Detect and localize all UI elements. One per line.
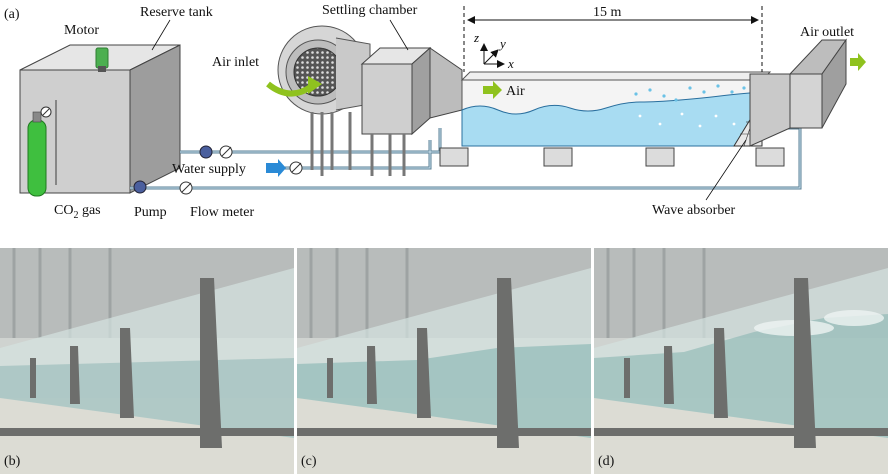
air-outlet-label: Air outlet xyxy=(800,25,854,40)
photo-b: (b) xyxy=(0,248,294,474)
co2-gas-label: CO2 gas xyxy=(54,203,101,221)
wave-absorber-leader xyxy=(705,139,747,201)
axis-y-label: y xyxy=(498,36,506,51)
settling-chamber-leader xyxy=(389,19,409,51)
coordinate-axes xyxy=(480,43,505,68)
panel-a-label: (a) xyxy=(4,7,20,22)
photo-d: (d) xyxy=(594,248,888,474)
motor-label: Motor xyxy=(64,23,99,38)
flow-meter-label: Flow meter xyxy=(190,205,254,220)
air-label: Air xyxy=(506,84,525,99)
water-supply-pump xyxy=(199,145,213,159)
air-inlet-label: Air inlet xyxy=(212,55,259,70)
tank-stands xyxy=(439,147,785,167)
air-inlet-blower xyxy=(277,25,371,115)
photo-d-label: (d) xyxy=(598,454,615,469)
motor xyxy=(95,47,109,72)
co2-cylinder xyxy=(27,106,52,197)
axis-x-label: x xyxy=(507,56,514,71)
wind-wave-tank-schematic: (a) Reserve tank Motor CO2 gas Pump xyxy=(4,3,866,221)
settling-chamber-label: Settling chamber xyxy=(322,3,418,18)
spray-dots xyxy=(634,84,746,102)
air-outlet xyxy=(749,38,847,147)
photo-b-label: (b) xyxy=(4,454,21,469)
reserve-tank-leader xyxy=(151,19,171,51)
support-legs xyxy=(310,112,406,176)
flow-meter-icon xyxy=(179,145,303,195)
pump-label: Pump xyxy=(134,205,167,220)
length-label: 15 m xyxy=(593,5,622,20)
wave-tank xyxy=(460,71,772,147)
pump xyxy=(133,180,147,194)
reserve-tank-label: Reserve tank xyxy=(140,5,213,20)
air-arrow-icon xyxy=(483,81,502,99)
photo-c: (c) xyxy=(297,248,591,474)
wave-absorber-label: Wave absorber xyxy=(652,203,736,218)
bubbles xyxy=(638,112,736,128)
settling-chamber xyxy=(360,46,463,136)
air-outlet-arrow-icon xyxy=(850,53,866,71)
water-supply-arrow xyxy=(266,159,286,177)
photo-c-label: (c) xyxy=(301,454,317,469)
water-supply-label: Water supply xyxy=(172,162,246,177)
axis-z-label: z xyxy=(473,30,479,45)
